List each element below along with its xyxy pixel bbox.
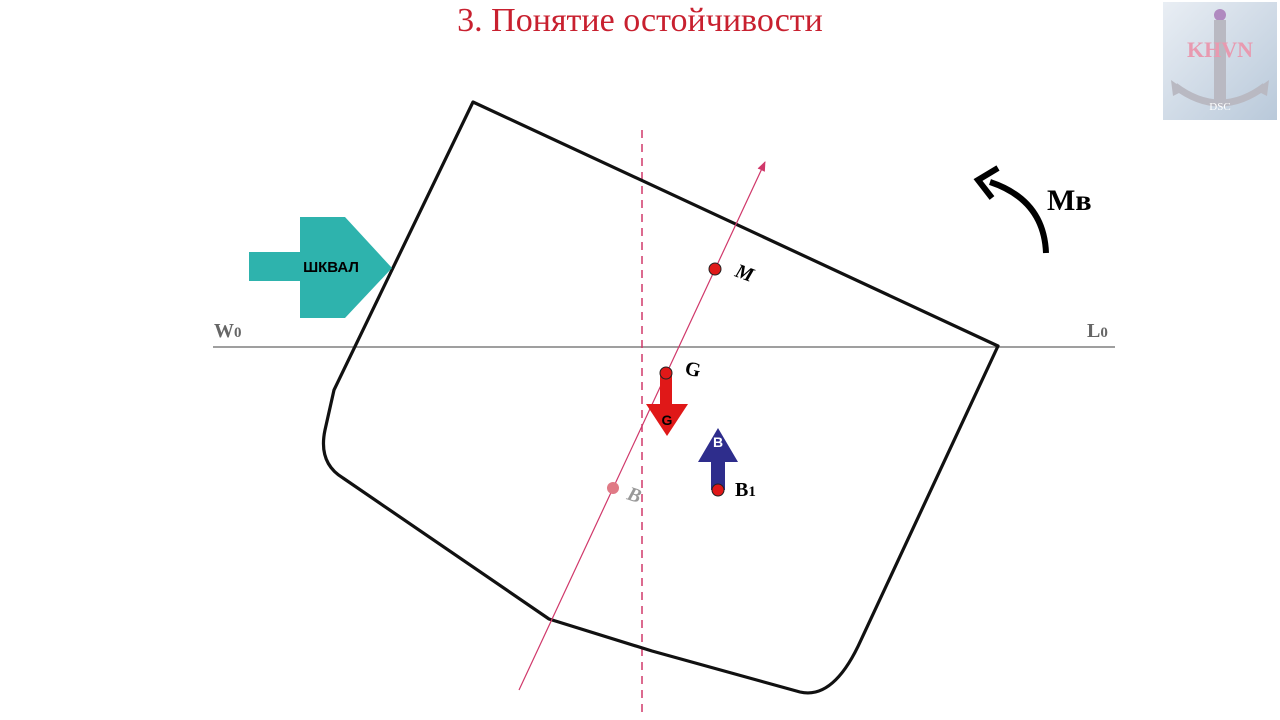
moment-arrow-icon bbox=[973, 165, 1049, 254]
buoyancy-label-initial: B bbox=[624, 483, 644, 508]
buoyancy-label-new: B1 bbox=[735, 479, 756, 501]
logo-subtext: DSC bbox=[1209, 101, 1230, 113]
gravity-arrow-shaft bbox=[660, 374, 672, 408]
ship-hull bbox=[321, 100, 1000, 695]
gravity-point bbox=[659, 366, 673, 380]
ship-centerline-axis bbox=[518, 161, 766, 691]
waterline-label-right: L0 bbox=[1087, 320, 1108, 342]
moment-label: Мв bbox=[1047, 184, 1092, 217]
squall-arrow bbox=[249, 217, 392, 318]
gravity-arrow-label: G bbox=[662, 412, 673, 428]
squall-label: ШКВАЛ bbox=[303, 259, 359, 276]
buoyancy-point-initial bbox=[607, 482, 619, 494]
buoyancy-arrow-label: B bbox=[713, 434, 723, 450]
slide-title: 3. Понятие остойчивости bbox=[457, 2, 823, 39]
buoyancy-arrow bbox=[698, 428, 738, 490]
metacenter-point bbox=[708, 262, 722, 276]
waterline-label-left: W0 bbox=[214, 320, 242, 342]
metacenter-label: M bbox=[731, 260, 757, 288]
anchor-icon bbox=[1171, 9, 1269, 107]
logo: KHVN DSC bbox=[1163, 2, 1277, 120]
logo-text: KHVN bbox=[1187, 37, 1253, 62]
gravity-arrow bbox=[646, 404, 688, 436]
gravity-label: G bbox=[683, 357, 703, 382]
buoyancy-point-new bbox=[711, 483, 725, 497]
